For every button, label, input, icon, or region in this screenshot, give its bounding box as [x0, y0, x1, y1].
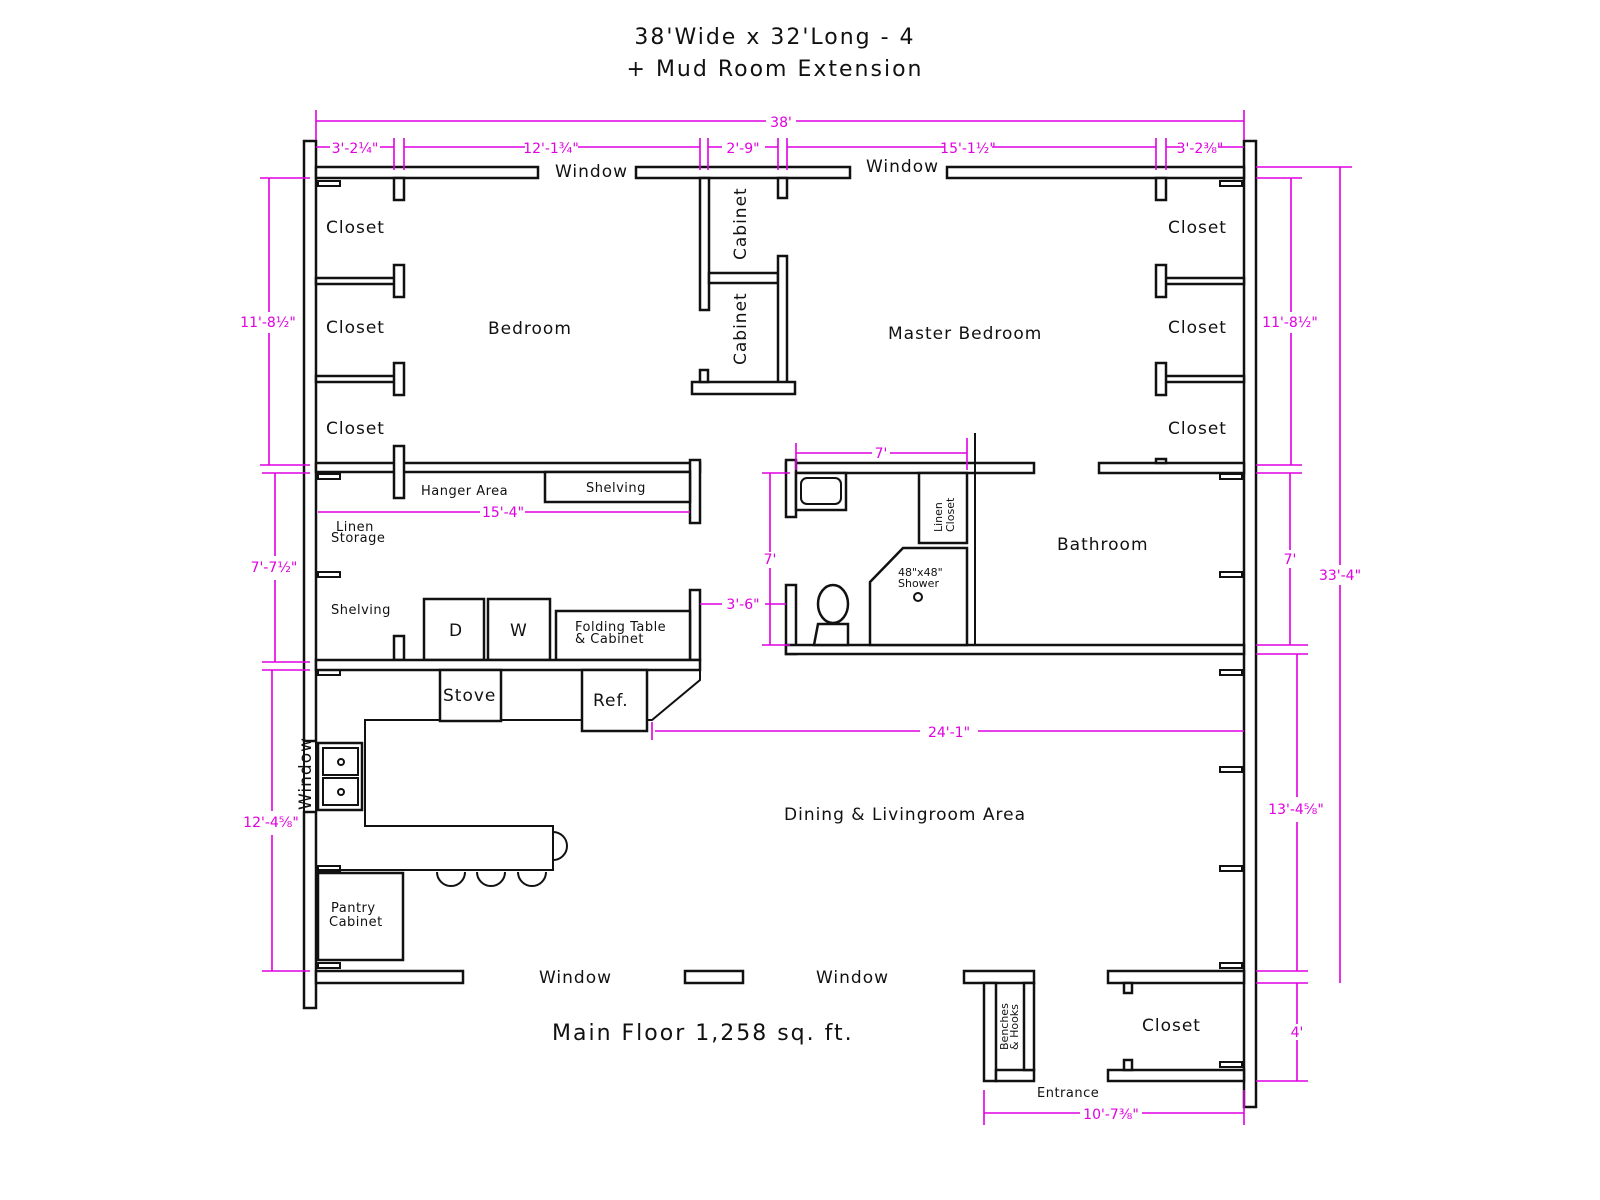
floor-area-label: Main Floor 1,258 sq. ft.	[552, 1021, 854, 1046]
top-wall-2	[634, 165, 852, 180]
room-labels: Closet Closet Closet Closet Closet Close…	[296, 157, 1227, 1101]
benches-label: & Hooks	[1008, 1004, 1021, 1050]
dim-top-2: 12'-1¾"	[523, 141, 579, 157]
dim-bath-height: 7'	[764, 552, 777, 568]
top-wall-1	[314, 165, 540, 180]
washer-label: W	[510, 621, 528, 641]
bench-wall	[982, 981, 998, 1083]
bedroom-label: Bedroom	[488, 319, 572, 339]
closet-label: Closet	[326, 419, 385, 439]
cabinet-label: Cabinet	[731, 187, 751, 260]
closet-label: Closet	[326, 318, 385, 338]
closet-label: Closet	[1168, 218, 1227, 238]
benches-label: Benches	[998, 1003, 1011, 1050]
refrigerator	[580, 668, 649, 733]
folding-table-label: Folding Table	[575, 620, 666, 635]
dim-top-1: 3'-2¼"	[332, 141, 379, 157]
bottom-wall-4	[1106, 969, 1246, 985]
bench	[1022, 981, 1036, 1072]
bathroom-label: Bathroom	[1057, 535, 1149, 555]
dim-left-1: 11'-8½"	[240, 315, 296, 331]
pantry-label: Cabinet	[329, 915, 383, 930]
pantry-label: Pantry	[331, 901, 376, 916]
shower-label: 48"x48"	[898, 566, 943, 579]
dim-top-4: 15'-1½"	[940, 141, 996, 157]
entrance-label: Entrance	[1037, 1086, 1099, 1101]
dim-bath-width: 7'	[875, 446, 888, 462]
window-label: Window	[555, 162, 628, 182]
dim-right-4: 4'	[1291, 1025, 1304, 1041]
shelving-label: Shelving	[331, 603, 391, 618]
linen-storage-label: Linen	[336, 520, 374, 535]
plan-title-line1: 38'Wide x 32'Long - 4	[634, 25, 915, 50]
shelving-label: Shelving	[586, 481, 646, 496]
mudroom-closet-label: Closet	[1142, 1016, 1201, 1036]
stove-label: Stove	[443, 686, 496, 706]
linen-closet	[917, 471, 969, 545]
linen-closet-label: Closet	[944, 497, 957, 532]
dim-left-3: 12'-4⅝"	[243, 815, 299, 831]
dim-mudroom: 10'-7⅜"	[1083, 1107, 1139, 1123]
dim-top-3: 2'-9"	[726, 141, 759, 157]
folding-table-label: & Cabinet	[575, 632, 644, 647]
walls	[302, 139, 1258, 1109]
dim-hanger: 15'-4"	[482, 505, 524, 521]
closet-label: Closet	[1168, 318, 1227, 338]
bottom-wall-1	[314, 969, 465, 985]
cabinet-label: Cabinet	[731, 292, 751, 365]
ref-label: Ref.	[593, 691, 629, 711]
hanger-area-label: Hanger Area	[421, 484, 508, 499]
window-label: Window	[816, 968, 889, 988]
dim-total-width: 38'	[770, 115, 792, 131]
top-wall-3	[945, 165, 1246, 180]
dim-top-5: 3'-2⅜"	[1177, 141, 1224, 157]
linen-storage-label: Storage	[331, 531, 385, 546]
master-bedroom-label: Master Bedroom	[888, 324, 1042, 344]
dim-total-length: 33'-4"	[1319, 568, 1361, 584]
left-wall-upper	[302, 139, 318, 743]
linen-closet-label: Linen	[932, 502, 945, 532]
shelving-unit	[543, 470, 692, 504]
dining-label: Dining & Livingroom Area	[784, 805, 1026, 825]
dim-living: 24'-1"	[928, 725, 970, 741]
toilet	[816, 583, 850, 625]
plan-title-line2: + Mud Room Extension	[627, 57, 924, 82]
dim-right-3: 13'-4⅝"	[1268, 802, 1324, 818]
stove	[438, 668, 503, 723]
window-label: Window	[539, 968, 612, 988]
window-label: Window	[866, 157, 939, 177]
sink	[316, 741, 364, 812]
window-label: Window	[296, 737, 316, 810]
dim-left-2: 7'-7½"	[251, 560, 298, 576]
bottom-wall-3	[962, 969, 1036, 985]
dim-door: 3'-6"	[726, 597, 759, 613]
dimensions: 38' 3'-2¼" 12'-1¾" 2'-9" 15'-1½" 3'-2⅜" …	[240, 110, 1361, 1125]
shower-label: Shower	[898, 577, 939, 590]
left-wall-lower	[302, 810, 318, 1010]
folding-table	[554, 609, 692, 662]
pantry-cabinet	[316, 871, 405, 962]
dim-right-1: 11'-8½"	[1262, 315, 1318, 331]
dryer-label: D	[449, 621, 463, 641]
bottom-wall-2	[683, 969, 745, 985]
dim-right-2: 7'	[1284, 552, 1297, 568]
mudroom-bottom-wall	[1106, 1068, 1246, 1083]
closet-label: Closet	[1168, 419, 1227, 439]
right-wall	[1242, 139, 1258, 1109]
shower	[868, 546, 969, 647]
closet-label: Closet	[326, 218, 385, 238]
